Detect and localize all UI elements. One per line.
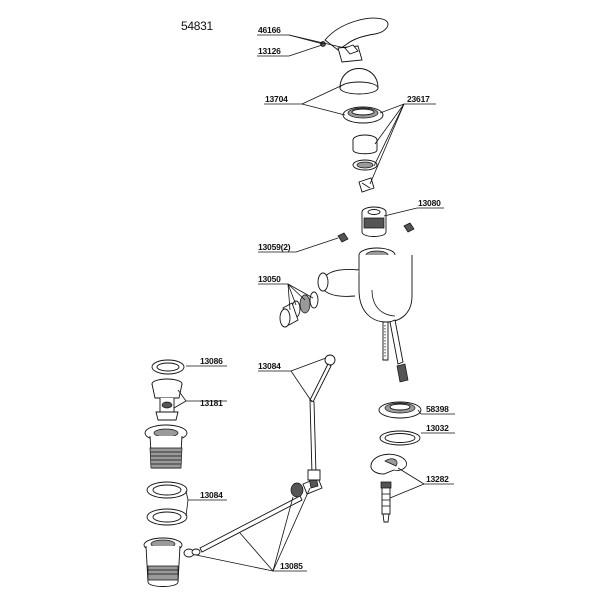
part-label-13085: 13085 <box>280 561 303 571</box>
supply-hose-part <box>382 319 409 383</box>
part-label-13181: 13181 <box>200 398 223 408</box>
threaded-stud-part <box>380 481 392 523</box>
washer-part <box>352 159 378 171</box>
drain-gasket-part <box>146 481 188 526</box>
part-label-46166: 46166 <box>258 25 281 35</box>
cartridge-part <box>361 206 387 237</box>
part-label-13086: 13086 <box>200 356 223 366</box>
part-label-13032: 13032 <box>426 423 449 433</box>
dome-cap-part <box>339 68 379 95</box>
part-label-13059: 13059(2) <box>258 242 291 252</box>
nut-part <box>352 134 378 155</box>
leader-lines <box>173 34 455 572</box>
diagram-title: 54831 <box>181 19 213 33</box>
set-screw-part <box>337 222 415 243</box>
lift-rod-part <box>307 354 336 481</box>
part-label-13704: 13704 <box>265 94 288 104</box>
pivot-rod-part <box>191 475 323 556</box>
part-label-23617: 23617 <box>407 94 430 104</box>
connector-part <box>358 177 375 193</box>
part-label-13126: 13126 <box>258 46 281 56</box>
faucet-body-part <box>317 247 413 323</box>
aerator-part <box>279 291 319 328</box>
o-ring-part <box>379 430 421 446</box>
popup-ring-part <box>151 359 185 375</box>
part-label-13050: 13050 <box>258 274 281 284</box>
drain-body-part <box>143 537 195 587</box>
part-label-58398: 58398 <box>426 404 449 414</box>
ring-part <box>342 106 384 124</box>
lever-handle-part <box>324 17 389 63</box>
gasket-part <box>378 401 422 419</box>
mounting-plate-part <box>370 453 407 475</box>
part-label-13084-gasket: 13084 <box>200 490 223 500</box>
part-label-13080: 13080 <box>418 198 441 208</box>
part-label-13084-lift: 13084 <box>258 361 281 371</box>
popup-stopper-part <box>151 378 183 421</box>
drain-flange-part <box>144 424 188 469</box>
part-label-13282: 13282 <box>426 474 449 484</box>
